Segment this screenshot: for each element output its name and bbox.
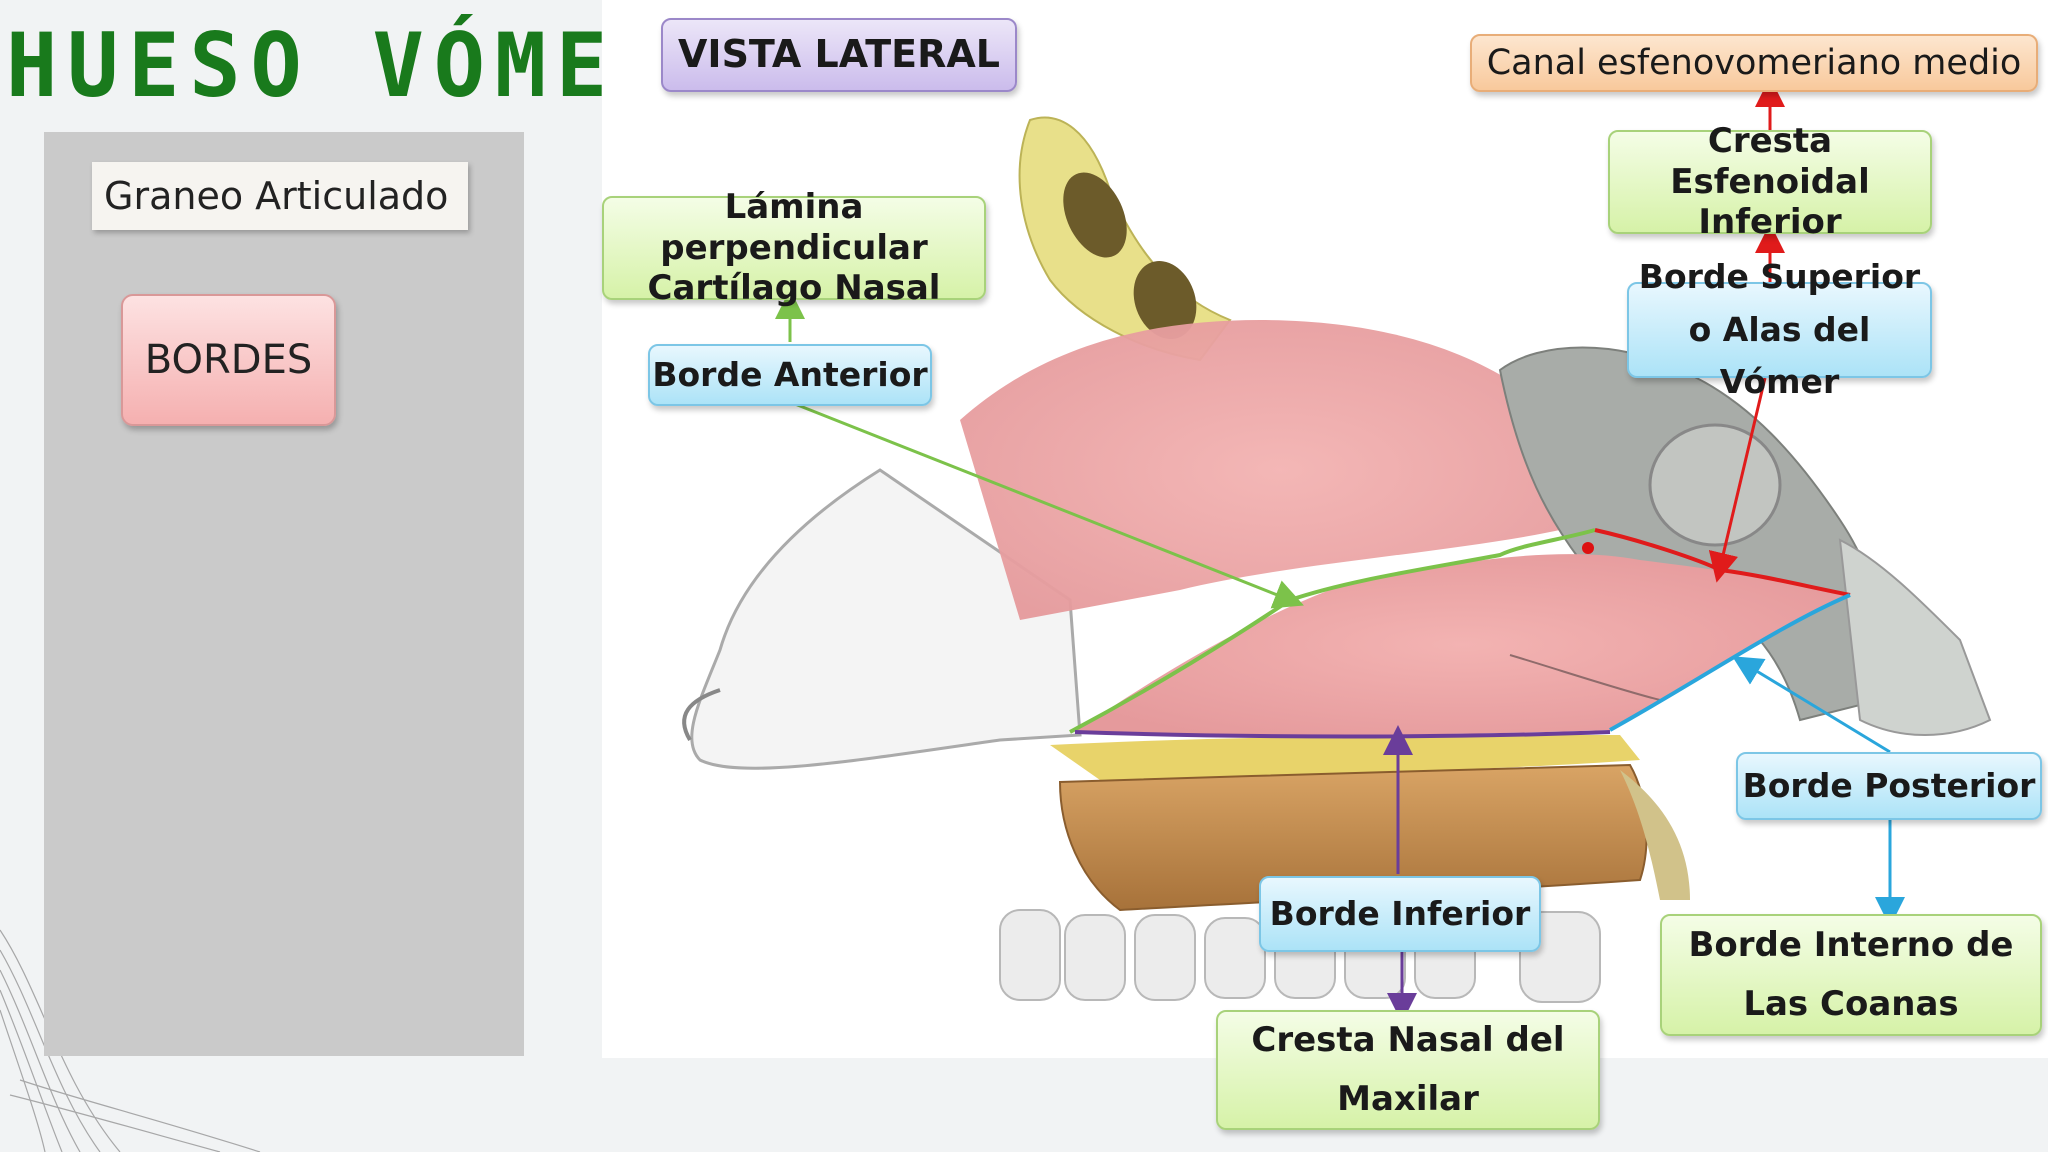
- sidebar-panel: [44, 132, 524, 1056]
- borde-anterior-label: Borde Anterior: [648, 344, 932, 406]
- graneo-articulado-label: Graneo Articulado: [92, 162, 468, 230]
- borde-posterior-label: Borde Posterior: [1736, 752, 2042, 820]
- borde-interno-coanas-label: Borde Interno de Las Coanas: [1660, 914, 2042, 1036]
- cresta-nasal-maxilar-label: Cresta Nasal del Maxilar: [1216, 1010, 1600, 1130]
- bordes-button[interactable]: BORDES: [121, 294, 336, 426]
- page-title: HUESO VÓMER: [6, 14, 679, 117]
- borde-superior-label: Borde Superior o Alas del Vómer: [1627, 257, 1932, 401]
- canal-esfenovomeriano-label: Canal esfenovomeriano medio: [1470, 34, 2038, 92]
- cresta-esfenoidal-label: Cresta Esfenoidal Inferior: [1608, 121, 1932, 242]
- vista-lateral-label: VISTA LATERAL: [661, 18, 1017, 92]
- borde-inferior-label: Borde Inferior: [1259, 876, 1541, 952]
- lamina-perpendicular-label: Lámina perpendicular Cartílago Nasal: [602, 187, 986, 308]
